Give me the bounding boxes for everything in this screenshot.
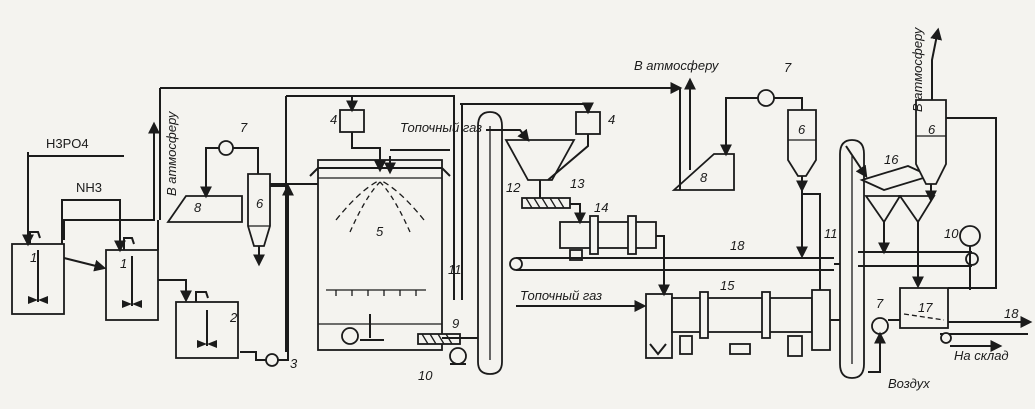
num-7b: 7 <box>784 60 792 75</box>
num-5: 5 <box>376 224 384 239</box>
neutralizer-1b <box>105 237 159 321</box>
num-16: 16 <box>884 152 899 167</box>
feeder-4a <box>339 109 365 133</box>
elevator-11b <box>839 139 865 379</box>
num-11b: 11 <box>824 226 838 241</box>
label-to-storage: На склад <box>954 348 1009 363</box>
hopper-12 <box>504 139 576 181</box>
neutralizer-1a <box>11 231 65 315</box>
num-7a: 7 <box>240 120 248 135</box>
pump-3 <box>265 353 279 367</box>
num-7c: 7 <box>876 296 884 311</box>
num-15: 15 <box>720 278 735 293</box>
elevator-11a <box>477 111 503 375</box>
num-8b: 8 <box>700 170 708 185</box>
label-air: Воздух <box>888 376 930 391</box>
screen-16 <box>859 165 936 224</box>
num-1b: 1 <box>120 256 127 271</box>
num-6c: 6 <box>928 122 936 137</box>
num-6a: 6 <box>256 196 264 211</box>
blower-10a <box>449 347 467 365</box>
num-2: 2 <box>229 310 238 325</box>
label-nh3: NH3 <box>76 180 102 195</box>
label-atmosphere-1: В атмосферу <box>164 110 179 196</box>
piping <box>22 27 1033 373</box>
num-18a: 18 <box>730 238 745 253</box>
feeder-4b <box>575 111 601 135</box>
num-11a: 11 <box>448 262 462 277</box>
num-6b: 6 <box>798 122 806 137</box>
rotary-dryer-15 <box>645 289 831 359</box>
belt-conveyor-18b <box>940 332 1028 344</box>
cooler-17 <box>899 287 949 329</box>
blower-10b <box>959 225 981 247</box>
spray-dryer-5 <box>309 159 451 351</box>
num-3: 3 <box>290 356 298 371</box>
num-10a: 10 <box>418 368 433 383</box>
num-10b: 10 <box>944 226 959 241</box>
fan-7b <box>757 89 775 107</box>
label-atmosphere-2: В атмосферу <box>634 58 720 73</box>
num-4a: 4 <box>330 112 337 127</box>
num-12: 12 <box>506 180 521 195</box>
num-13: 13 <box>570 176 585 191</box>
num-18b: 18 <box>1004 306 1019 321</box>
label-atmosphere-3: В атмосферу <box>910 26 925 112</box>
num-17: 17 <box>918 300 933 315</box>
fan-7a <box>218 140 234 156</box>
label-fuel-gas-2: Топочный газ <box>520 288 602 303</box>
label-fuel-gas-1: Топочный газ <box>400 120 482 135</box>
cyclone-6b <box>787 109 817 177</box>
cyclone-6c <box>915 99 947 185</box>
scrubber-8b <box>671 153 735 191</box>
scrubber-8a <box>166 195 243 223</box>
num-8a: 8 <box>194 200 202 215</box>
num-1a: 1 <box>30 250 37 265</box>
num-14: 14 <box>594 200 608 215</box>
label-h3po4: H3PO4 <box>46 136 89 151</box>
collector-tank-2 <box>175 291 239 359</box>
rotary-drum-14 <box>559 215 657 261</box>
fan-7c <box>871 317 889 335</box>
cyclone-6a <box>247 173 271 247</box>
num-9: 9 <box>452 316 459 331</box>
belt-conveyor-18a <box>509 257 834 271</box>
num-4b: 4 <box>608 112 615 127</box>
screw-feeder-13 <box>521 197 571 209</box>
